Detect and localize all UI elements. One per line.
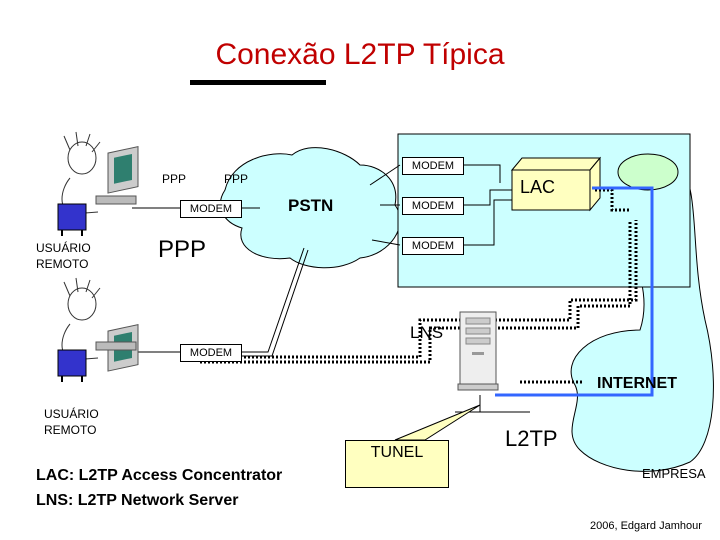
modem-rack-mid: MODEM (402, 197, 464, 215)
modem-rack-bottom: MODEM (402, 237, 464, 255)
lac-label: LAC (520, 177, 556, 197)
remote-user-2-figure (57, 277, 139, 382)
remote-user-2-label-line1: USUÁRIO (44, 407, 99, 421)
remote-user-2-label-line2: REMOTO (44, 423, 97, 437)
ppp-label-large: PPP (158, 236, 207, 263)
remote-user-1-label-line2: REMOTO (36, 257, 89, 271)
internet-label: INTERNET (597, 375, 677, 392)
lac-router (617, 153, 679, 191)
remote-user-1-figure (57, 131, 139, 236)
modem-user-2: MODEM (180, 344, 242, 362)
title-underline (190, 80, 326, 85)
ppp-label-1: PPP (162, 172, 187, 186)
l2tp-label: L2TP (505, 426, 558, 451)
lac-box-top (510, 157, 602, 171)
modem-rack-top: MODEM (402, 157, 464, 175)
credit: 2006, Edgard Jamhour (590, 520, 702, 532)
modem-user-1: MODEM (180, 200, 242, 218)
remote-user-1-label-line1: USUÁRIO (36, 241, 91, 255)
l2tp-tunnel-path (495, 186, 654, 397)
tunnel-dotted-1 (200, 220, 638, 359)
remote-user-2-label: USUÁRIO REMOTO (44, 406, 124, 438)
legend-lns: LNS: L2TP Network Server (36, 492, 239, 509)
remote-user-1-label: USUÁRIO REMOTO (36, 240, 116, 272)
lns-server (457, 311, 499, 391)
empresa-label: EMPRESA (642, 466, 706, 481)
pstn-label: PSTN (288, 196, 334, 215)
page-title: Conexão L2TP Típica (215, 38, 505, 71)
lns-label: LNS (410, 323, 444, 342)
tunnel-dotted-2 (200, 220, 632, 364)
tunel-callout: TUNEL (345, 440, 449, 488)
ppp-label-2: PPP (224, 172, 249, 186)
legend-lac: LAC: L2TP Access Concentrator (36, 467, 283, 484)
tunnel-dotted-3 (595, 188, 630, 212)
lac-box (511, 169, 591, 211)
